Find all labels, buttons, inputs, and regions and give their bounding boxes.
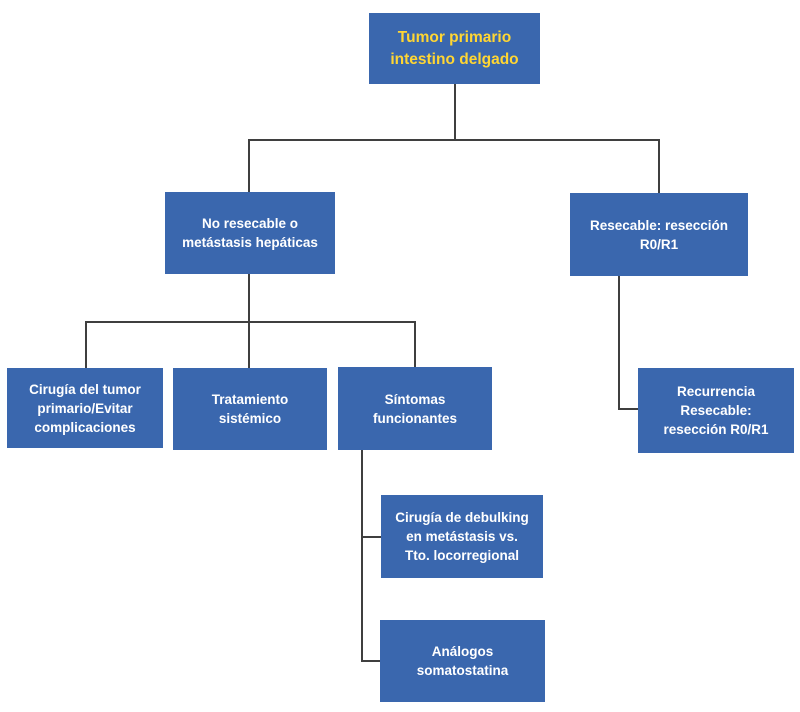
connector-to-tratamiento [248, 321, 250, 368]
connector-sintomas-vertical [361, 450, 363, 662]
node-sintomas-funcionantes: Síntomas funcionantes [338, 367, 492, 450]
connector-root-to-resecable [658, 139, 660, 193]
connector-row2-horizontal-bar [248, 139, 660, 141]
connector-row3-horizontal-bar [85, 321, 416, 323]
node-tumor-primario-intestino-delgado: Tumor primario intestino delgado [369, 13, 540, 84]
connector-sintomas-to-debulking [361, 536, 381, 538]
node-label-root: Tumor primario intestino delgado [390, 28, 519, 68]
connector-no-resecable-stem [248, 274, 250, 322]
node-label-tratamiento: Tratamiento sistémico [211, 392, 289, 426]
node-recurrencia-resecable-reseccion-r0-r1: Recurrencia Resecable: resección R0/R1 [638, 368, 794, 453]
node-cirugia-debulking-metastasis-tto-locorregional: Cirugía de debulking en metástasis vs. T… [381, 495, 543, 578]
node-no-resecable-metastasis-hepaticas: No resecable o metástasis hepáticas [165, 192, 335, 274]
node-label-recurrencia: Recurrencia Resecable: resección R0/R1 [663, 384, 769, 437]
connector-to-sintomas [414, 321, 416, 367]
node-label-no-resecable: No resecable o metástasis hepáticas [182, 216, 318, 250]
connector-root-stem [454, 84, 456, 140]
node-label-resecable: Resecable: resección R0/R1 [589, 217, 729, 252]
node-tratamiento-sistemico: Tratamiento sistémico [173, 368, 327, 450]
node-label-analogos: Análogos somatostatina [416, 644, 509, 678]
node-cirugia-tumor-primario-evitar-complicaciones: Cirugía del tumor primario/Evitar compli… [7, 368, 163, 448]
node-label-cirugia-tumor: Cirugía del tumor primario/Evitar compli… [29, 381, 141, 435]
connector-resecable-to-recurrencia-vertical [618, 276, 620, 410]
node-resecable-reseccion-r0-r1: Resecable: resección R0/R1 [570, 193, 748, 276]
node-analogos-somatostatina: Análogos somatostatina [380, 620, 545, 702]
connector-resecable-to-recurrencia-horizontal [618, 408, 638, 410]
node-label-debulking: Cirugía de debulking en metástasis vs. T… [395, 510, 529, 563]
connector-sintomas-to-analogos [361, 660, 380, 662]
node-label-sintomas: Síntomas funcionantes [372, 391, 457, 426]
connector-to-cirugia-tumor [85, 321, 87, 368]
connector-root-to-no-resecable [248, 139, 250, 192]
